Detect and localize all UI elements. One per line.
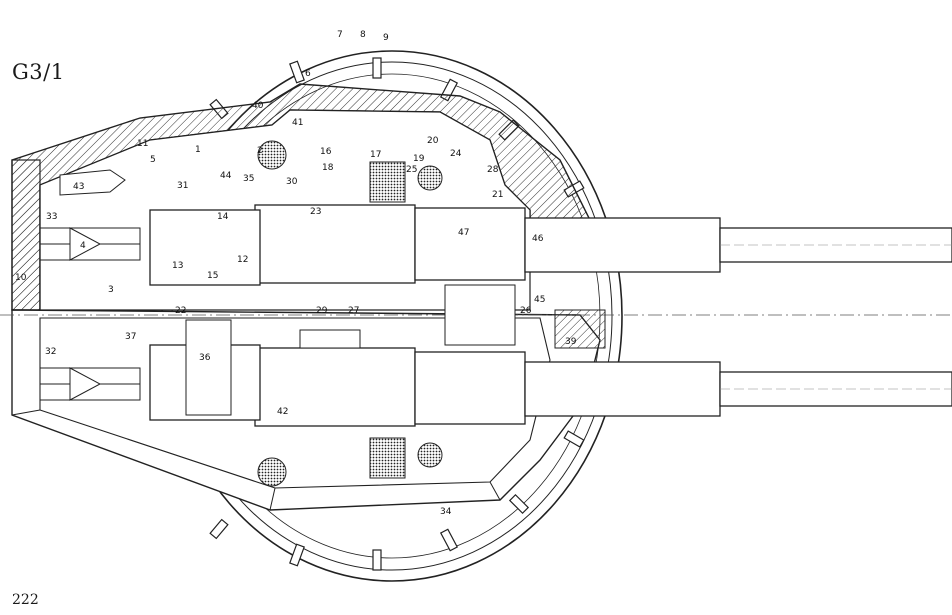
label-40: 40 bbox=[252, 101, 264, 111]
label-44: 44 bbox=[220, 171, 232, 181]
label-19: 19 bbox=[413, 154, 425, 164]
label-3: 3 bbox=[108, 285, 114, 295]
label-46: 46 bbox=[532, 234, 544, 244]
label-15: 15 bbox=[207, 271, 218, 281]
label-32: 32 bbox=[45, 347, 56, 357]
rammers bbox=[39, 227, 141, 401]
label-42: 42 bbox=[277, 407, 288, 417]
label-17: 17 bbox=[370, 150, 381, 160]
label-5: 5 bbox=[150, 155, 156, 165]
label-29: 29 bbox=[316, 306, 328, 316]
label-12: 12 bbox=[237, 255, 248, 265]
label-11: 11 bbox=[137, 139, 148, 149]
label-2: 2 bbox=[257, 146, 263, 156]
label-9: 9 bbox=[383, 33, 389, 43]
label-22: 22 bbox=[175, 306, 186, 316]
upper-gun bbox=[149, 204, 952, 286]
label-21: 21 bbox=[492, 190, 503, 200]
lower-gun bbox=[149, 344, 952, 427]
label-10: 10 bbox=[15, 273, 27, 283]
label-25: 25 bbox=[406, 165, 417, 175]
label-24: 24 bbox=[450, 149, 462, 159]
page-number: 222 bbox=[12, 592, 39, 608]
label-6: 6 bbox=[305, 69, 311, 79]
label-39: 39 bbox=[565, 337, 577, 347]
callout-labels: 1 2 3 4 5 6 7 8 9 10 11 12 13 14 15 16 1… bbox=[15, 30, 577, 517]
label-1: 1 bbox=[195, 145, 201, 155]
label-33: 33 bbox=[46, 212, 57, 222]
label-30: 30 bbox=[286, 177, 298, 187]
figure-id: G3/1 bbox=[12, 60, 65, 84]
label-20: 20 bbox=[427, 136, 439, 146]
label-41: 41 bbox=[292, 118, 303, 128]
label-23: 23 bbox=[310, 207, 321, 217]
label-47: 47 bbox=[458, 228, 469, 238]
label-35: 35 bbox=[243, 174, 254, 184]
label-16: 16 bbox=[320, 147, 332, 157]
label-37: 37 bbox=[125, 332, 136, 342]
label-4: 4 bbox=[80, 241, 86, 251]
label-13: 13 bbox=[172, 261, 183, 271]
label-31: 31 bbox=[177, 181, 188, 191]
label-26: 26 bbox=[520, 306, 532, 316]
label-14: 14 bbox=[217, 212, 229, 222]
label-28: 28 bbox=[487, 165, 499, 175]
label-7: 7 bbox=[337, 30, 343, 40]
mechanism-blocks bbox=[59, 140, 606, 487]
label-45: 45 bbox=[534, 295, 545, 305]
label-8: 8 bbox=[360, 30, 366, 40]
label-27: 27 bbox=[348, 306, 359, 316]
label-43: 43 bbox=[73, 182, 84, 192]
label-18: 18 bbox=[322, 163, 334, 173]
label-36: 36 bbox=[199, 353, 211, 363]
label-34: 34 bbox=[440, 507, 452, 517]
